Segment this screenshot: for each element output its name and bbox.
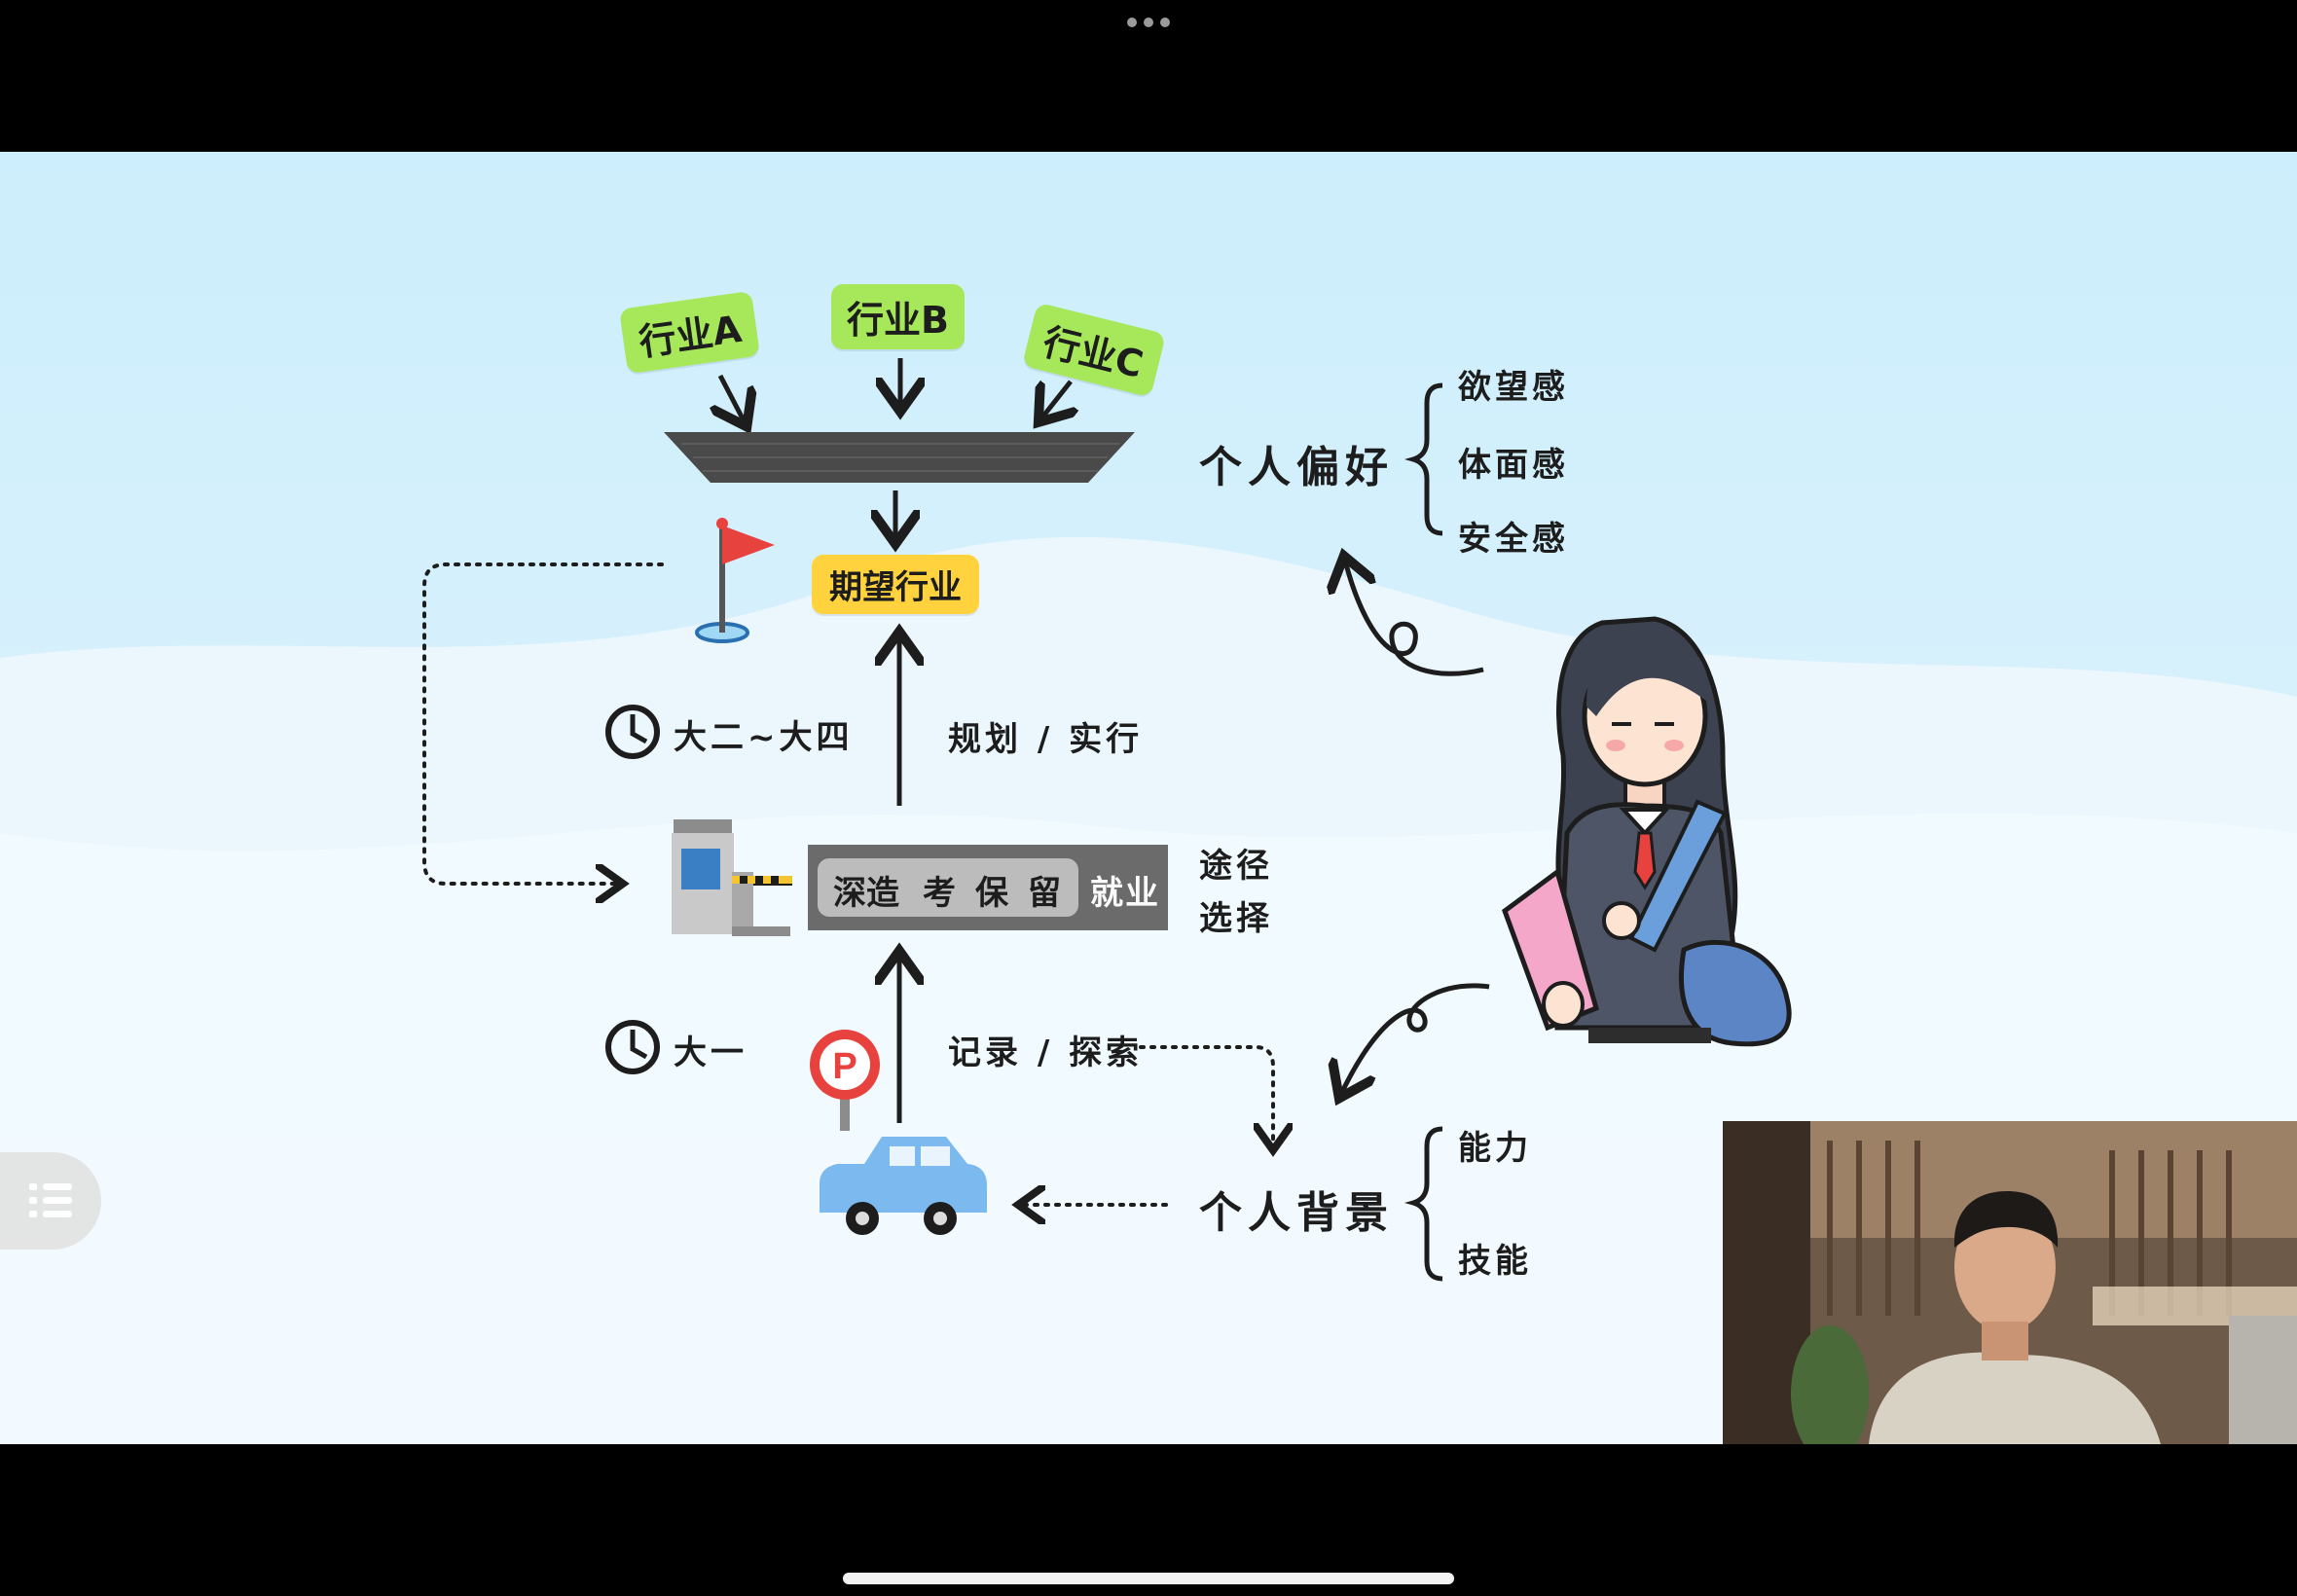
preference-item-dignity: 体面感	[1458, 446, 1569, 485]
industry-tag-b: 行业B	[831, 284, 965, 349]
path-options-bar: 深造 考 保 留 就业	[808, 845, 1168, 930]
arrow-industry-c	[1041, 380, 1071, 418]
period-lower-label: 大一	[674, 1034, 747, 1072]
presenter-video-frame	[1723, 1121, 2297, 1444]
preference-item-desire: 欲望感	[1458, 368, 1569, 407]
presenter-video[interactable]	[1723, 1121, 2297, 1444]
expected-industry-tag: 期望行业	[812, 555, 979, 614]
toll-gate-icon	[672, 819, 792, 936]
arrow-industry-a	[720, 374, 745, 422]
period-upper-label: 大二~大四	[674, 718, 854, 757]
path-option-employment: 就业	[1090, 874, 1160, 913]
personal-preference-title: 个人偏好	[1199, 443, 1394, 492]
home-indicator[interactable]	[843, 1573, 1454, 1584]
top-bar	[0, 0, 2297, 152]
filter-funnel	[664, 432, 1135, 483]
bottom-bar	[0, 1444, 2297, 1596]
plan-execute-label: 规划 / 实行	[948, 720, 1144, 759]
outline-menu-button[interactable]	[0, 1152, 101, 1250]
path-option-abroad: 留	[1028, 874, 1061, 913]
path-option-recommend: 保	[975, 874, 1008, 913]
brace-background	[1404, 1126, 1443, 1282]
path-option-exam: 考	[923, 874, 956, 913]
curly-arrow-to-preference	[1345, 561, 1484, 676]
preference-item-security: 安全感	[1458, 520, 1569, 559]
path-choice-label-line1: 途径	[1199, 847, 1273, 886]
dotted-feedback-path	[422, 562, 664, 884]
flag-icon	[695, 518, 775, 643]
svg-text:P: P	[832, 1046, 857, 1087]
clock-icon	[605, 1020, 660, 1074]
car-icon	[820, 1137, 987, 1235]
curly-arrow-to-background	[1341, 983, 1490, 1094]
parking-sign-icon: P	[810, 1030, 880, 1131]
dotted-explore-path	[1139, 1045, 1273, 1146]
clock-icon	[605, 705, 660, 759]
path-choice-label-line2: 选择	[1199, 899, 1273, 938]
menu-list-icon	[29, 1183, 72, 1217]
background-item-skill: 技能	[1458, 1242, 1532, 1281]
more-options-icon[interactable]	[1127, 18, 1170, 29]
path-option-further-study: 深造	[833, 874, 899, 913]
background-item-ability: 能力	[1458, 1129, 1532, 1168]
brace-preference	[1404, 382, 1443, 536]
further-study-group	[818, 858, 1078, 917]
personal-background-title: 个人背景	[1199, 1188, 1394, 1238]
student-illustration	[1502, 616, 1792, 1047]
record-explore-label: 记录 / 探索	[948, 1034, 1144, 1072]
